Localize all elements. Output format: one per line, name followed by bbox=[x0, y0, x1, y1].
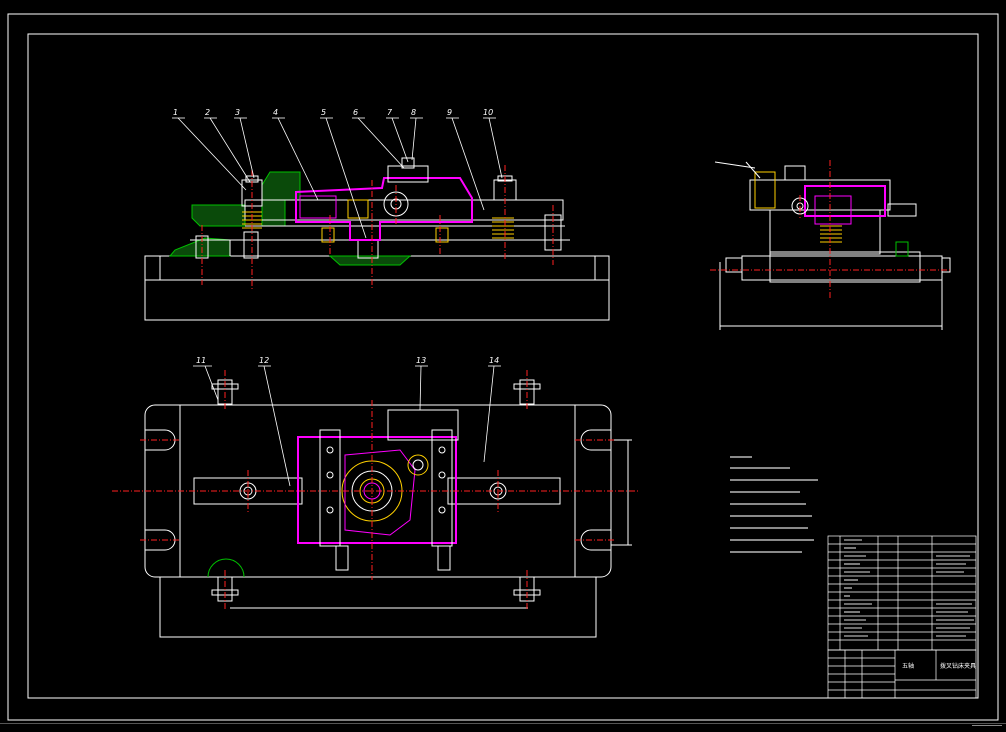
balloon-6: 6 bbox=[353, 108, 358, 117]
balloon-13: 13 bbox=[416, 356, 426, 365]
balloon-1: 1 bbox=[173, 108, 178, 117]
front-view bbox=[144, 157, 610, 321]
balloon-5: 5 bbox=[321, 108, 326, 117]
balloon-7: 7 bbox=[387, 108, 393, 117]
resize-grip[interactable] bbox=[972, 725, 1002, 731]
drawing-inner-border bbox=[27, 33, 979, 699]
part-balloons: 1 2 3 4 5 6 7 8 9 10 11 12 13 14 bbox=[173, 108, 499, 365]
balloon-14: 14 bbox=[489, 356, 499, 365]
balloon-10: 10 bbox=[483, 108, 493, 117]
balloon-11: 11 bbox=[196, 356, 206, 365]
part-balloon-leaders bbox=[172, 117, 503, 487]
title-block-project-name: 五轴 bbox=[902, 662, 914, 670]
balloon-3: 3 bbox=[235, 108, 240, 117]
title-block-drawing-name: 拨叉钻床夹具 bbox=[940, 662, 976, 670]
balloon-2: 2 bbox=[205, 108, 210, 117]
status-bar bbox=[0, 723, 1006, 732]
parts-list-entries bbox=[844, 539, 974, 637]
technical-requirements-notes bbox=[730, 456, 818, 553]
balloon-9: 9 bbox=[447, 108, 452, 117]
drawing-outer-border bbox=[7, 13, 999, 721]
title-block bbox=[827, 649, 977, 699]
balloon-4: 4 bbox=[273, 108, 278, 117]
side-view bbox=[710, 160, 951, 330]
balloon-12: 12 bbox=[259, 356, 269, 365]
top-view bbox=[112, 370, 640, 638]
balloon-8: 8 bbox=[411, 108, 416, 117]
